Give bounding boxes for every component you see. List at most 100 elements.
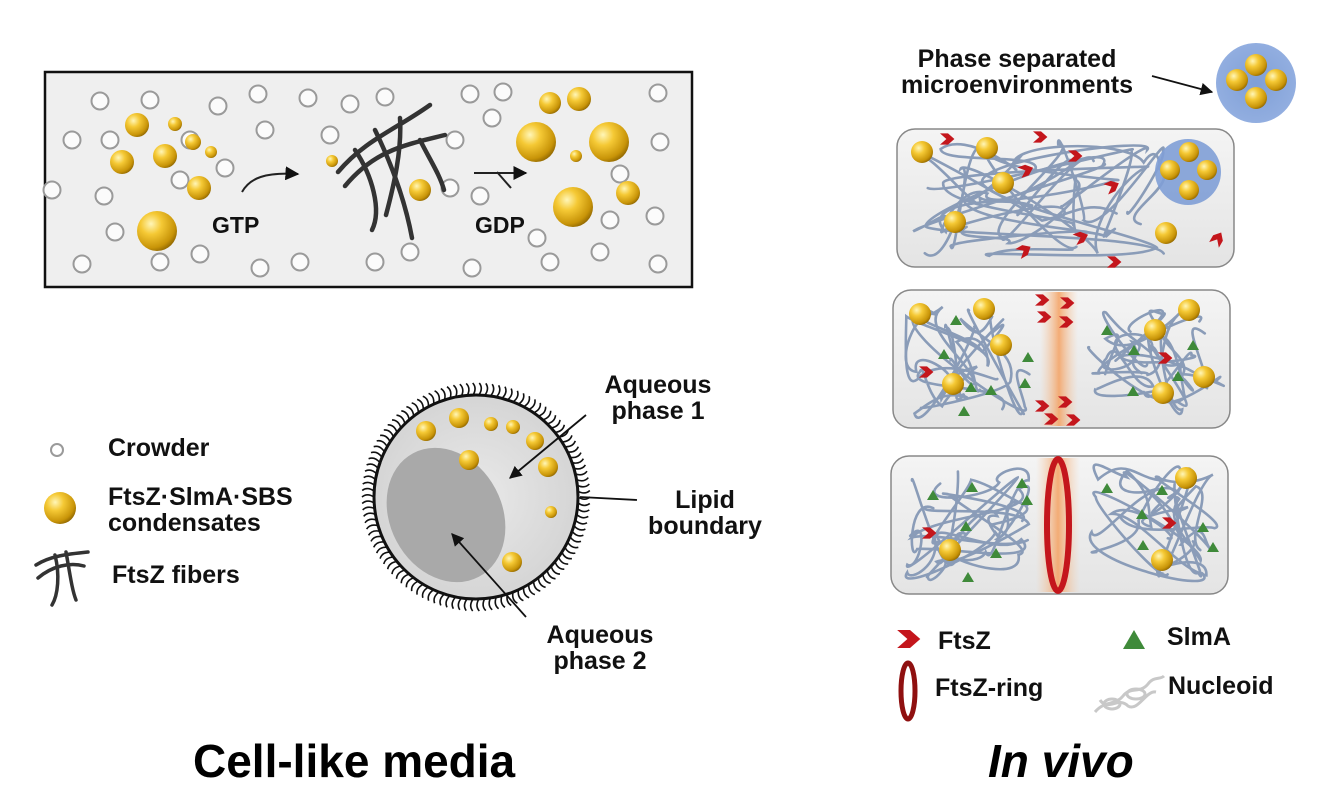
crowder [150, 252, 170, 272]
aqueous-phase-2-line-2: phase 2 [553, 647, 647, 676]
slma-triangle [950, 315, 962, 325]
nucleoid-legend-icon [1093, 674, 1166, 714]
nucleoid-legend-label: Nucleoid [1168, 672, 1274, 700]
lipid-tail [452, 384, 458, 398]
lipid-tail [422, 395, 430, 407]
lipid-tail [476, 598, 480, 612]
lipid-tail [522, 587, 530, 599]
lipid-tail [569, 452, 582, 459]
condensate [137, 211, 177, 251]
lipid-tail [439, 593, 446, 606]
condensate [187, 176, 211, 200]
cell-like-media-title: Cell-like media [193, 735, 516, 787]
lipid-tail [478, 382, 483, 396]
crowder [590, 242, 610, 262]
condensate [1144, 319, 1166, 341]
nucleoid-strand [919, 308, 1026, 416]
lipid-tail [482, 598, 487, 612]
condensate [409, 179, 431, 201]
lipid-tail [469, 598, 474, 612]
crowder [62, 130, 82, 150]
phase-separated-line-2: microenvironments [900, 71, 1133, 100]
crowder [527, 228, 547, 248]
lipid-tail [577, 489, 591, 494]
lipid-tail [428, 392, 435, 405]
slma-triangle [1136, 509, 1148, 519]
vesicle-condensate [484, 417, 498, 431]
slma-triangle [1101, 325, 1113, 335]
vesicle-condensate [506, 420, 520, 434]
vesicle-condensate [502, 552, 522, 572]
condensate [1160, 160, 1180, 180]
lipid-tail [427, 589, 435, 601]
crowder [650, 132, 670, 152]
lipid-tail [459, 383, 464, 397]
slma-triangle [1127, 386, 1139, 396]
lipid-tail [501, 386, 507, 399]
phase-separated-line-1: Phase separated [917, 45, 1117, 73]
slma-legend-icon [1123, 630, 1145, 649]
lipid-tail [363, 512, 376, 517]
condensate [1178, 299, 1200, 321]
condensate [1197, 160, 1217, 180]
crowder [470, 186, 490, 206]
crowder [248, 84, 268, 104]
condensates-legend-line-1: FtsZ·SlmA·SBS [108, 483, 293, 511]
aqueous-phase-2-pointer [451, 533, 527, 618]
cell-1-proteins [911, 131, 1227, 268]
lipid-tail [370, 451, 383, 458]
condensate [205, 146, 217, 158]
crowder-legend-label: Crowder [108, 434, 210, 462]
slma-triangle [1101, 483, 1113, 493]
condensates-legend-label: FtsZ·SlmA·SBS condensates [108, 484, 293, 537]
right-legend [897, 630, 1166, 722]
condensate [153, 144, 177, 168]
lipid-boundary-label: Lipid boundary [630, 487, 780, 540]
condensate [909, 303, 931, 325]
cell-3-ftsz-ring [1044, 456, 1072, 594]
solution-box [42, 70, 694, 289]
lipid-tail [573, 464, 587, 470]
aqueous-phase-1-line-1: Aqueous [604, 371, 712, 399]
aqueous-phase-1-line-2: phase 1 [611, 397, 705, 426]
condensate [168, 117, 182, 131]
crowder [400, 242, 420, 262]
slma-triangle [1197, 522, 1209, 532]
crowder [298, 88, 318, 108]
slma-triangle [965, 382, 977, 392]
lipid-tail [361, 500, 375, 505]
nucleoid-strand [913, 323, 976, 419]
crowder [42, 180, 62, 200]
condensate [110, 150, 134, 174]
crowder [645, 206, 665, 226]
crowder [493, 82, 513, 102]
slma-triangle [1019, 378, 1031, 388]
crowder [72, 254, 92, 274]
condensate [911, 141, 933, 163]
condensate [616, 181, 640, 205]
nucleoid-strand [949, 146, 1089, 250]
slma-triangle [938, 349, 950, 359]
lipid-tail [361, 487, 375, 492]
vesicle-condensate [416, 421, 436, 441]
lipid-tail [566, 541, 579, 549]
fibers-legend-label: FtsZ fibers [112, 561, 240, 589]
cell-1 [896, 128, 1235, 268]
slma-triangle [1156, 485, 1168, 495]
crowder [365, 252, 385, 272]
phase-separated-label: Phase separated microenvironments [872, 46, 1162, 99]
lipid-tail [517, 589, 524, 602]
crowder [140, 90, 160, 110]
phase-condensate [1265, 69, 1287, 91]
condensates-legend-line-2: condensates [108, 509, 261, 538]
nucleoid-strand [907, 485, 1031, 546]
lipid-tail [494, 596, 500, 610]
slma-triangle [1016, 478, 1028, 488]
slma-triangle [1021, 495, 1033, 505]
condensate-legend-icon [44, 492, 76, 524]
lipid-tail [440, 387, 446, 401]
slma-triangle [960, 521, 972, 531]
lipid-tail [465, 382, 470, 396]
lipid-tail [495, 384, 501, 398]
lipid-tail [517, 393, 525, 405]
